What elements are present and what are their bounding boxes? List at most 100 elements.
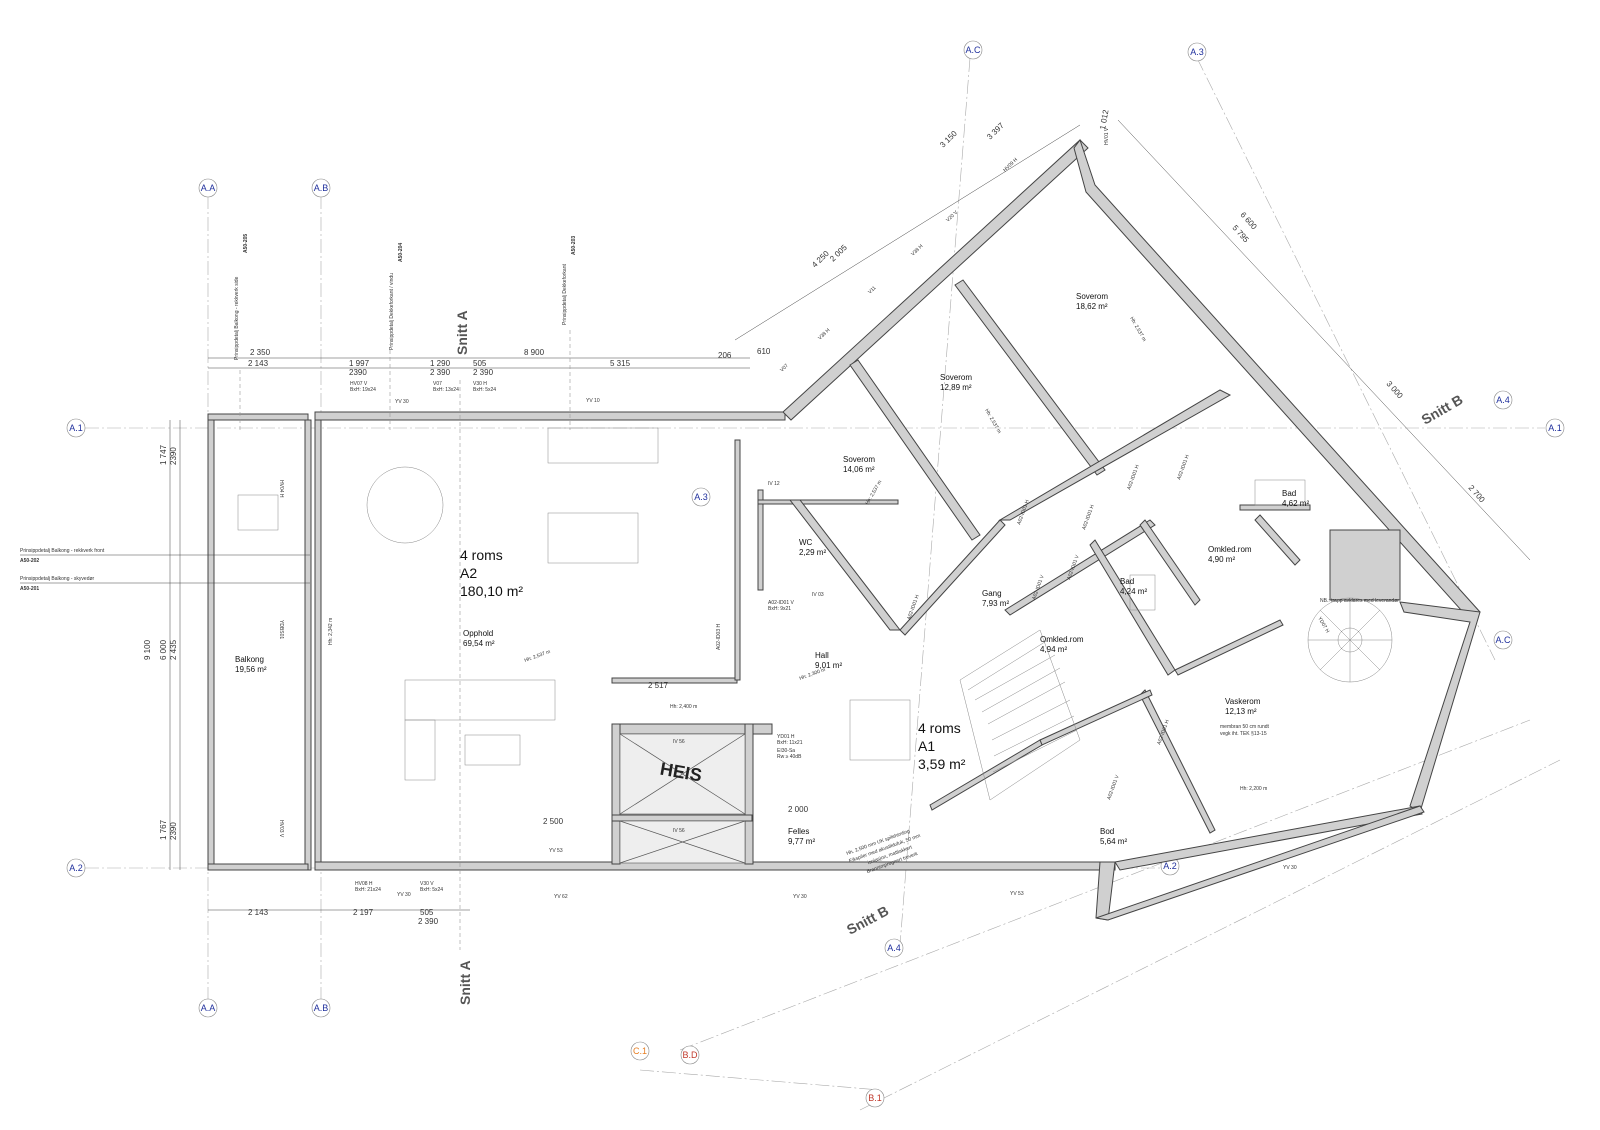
grid-marker-aa-bottom: A.A <box>198 998 218 1018</box>
dim-top: 1 997 <box>349 359 370 368</box>
window-tag-v30b: V30 V <box>420 881 434 887</box>
window-tag-hv07: HV07 V <box>350 381 368 387</box>
svg-text:C.1: C.1 <box>633 1046 647 1056</box>
door-tag: A02-ID03 H <box>716 623 722 650</box>
window-tag-v30a-size: BxH: 5x24 <box>473 387 496 393</box>
svg-text:A.4: A.4 <box>887 943 901 953</box>
room-soverom1-name: Soverom <box>843 455 875 464</box>
window-tag-v07: V07 <box>433 381 442 387</box>
grid-marker-a3-top: A.3 <box>1187 42 1207 62</box>
room-bod-area: 5,64 m² <box>1100 837 1127 846</box>
apartment-a1-type: 4 roms <box>918 720 961 736</box>
room-bad2-name: Bad <box>1282 489 1296 498</box>
dim-left: 2 435 <box>169 639 178 660</box>
door-tag: A02-ID01 H <box>1081 504 1096 531</box>
door-tag-size: BxH: 9x21 <box>768 606 791 612</box>
svg-text:A.4: A.4 <box>1496 395 1510 405</box>
grid-marker-c1-bottom: C.1 <box>630 1041 650 1061</box>
window-tag-yd07: YD07 H <box>1316 616 1330 634</box>
room-soverom3-name: Soverom <box>1076 292 1108 301</box>
window-tag-yd01: YD01 H <box>777 734 795 740</box>
dim-top: 206 <box>718 351 732 360</box>
svg-text:A.3: A.3 <box>1190 47 1204 57</box>
wall-tag: IV 12 <box>768 481 780 487</box>
grid-marker-ac-right: A.C <box>1493 630 1513 650</box>
window-tag-hv03: HV03 V <box>278 820 284 838</box>
apartment-a2-type: 4 roms <box>460 547 503 563</box>
detail-202-code: A50-202 <box>20 558 39 564</box>
window-tag-v11: V11 <box>867 285 877 295</box>
elevator: HEIS <box>619 733 746 864</box>
room-wc-area: 2,29 m² <box>799 548 826 557</box>
dim-diag: 2 700 <box>1467 483 1487 504</box>
height-label: Hh: 2,537 m <box>1128 316 1147 343</box>
room-opphold-name: Opphold <box>463 629 493 638</box>
detail-201-title: Prinsippdetalj Balkong - skyvedør <box>20 576 95 582</box>
window-tag-v38a: V38 H <box>817 327 831 341</box>
window-tag-v30b-size: BxH: 5x24 <box>420 887 443 893</box>
dimension-lines <box>20 119 1531 950</box>
grid-marker-ab-top: A.B <box>311 178 331 198</box>
outer-walls <box>207 138 1481 921</box>
room-bod-name: Bod <box>1100 827 1114 836</box>
dim-top: 2390 <box>349 368 367 377</box>
note-membran2: vegk iht. TEK §13-15 <box>1220 731 1267 737</box>
room-hall-area: 9,01 m² <box>815 661 842 670</box>
detail-203-title: Prinsippdetalj Dekkeforkant <box>562 264 568 325</box>
svg-text:A.1: A.1 <box>69 423 83 433</box>
window-tag-v07b: V07 <box>779 363 790 374</box>
detail-204-title: Prinsippdetalj Dekkeforkant / vindu <box>389 273 395 350</box>
apartment-a1-id: A1 <box>918 738 935 754</box>
grid-marker-aa-top: A.A <box>198 178 218 198</box>
wall-type-tags: YV 30 YV 10 YV 30 YV 53 YV 62 YV 30 YV 5… <box>395 398 1297 900</box>
window-tag-ydbs01: YDBS01 <box>278 620 284 639</box>
room-vaskerom-name: Vaskerom <box>1225 697 1261 706</box>
dim-top: 1 290 <box>430 359 451 368</box>
stairs <box>959 597 1393 801</box>
svg-text:B.D: B.D <box>682 1050 698 1060</box>
dim-diag: 3 150 <box>938 129 959 150</box>
dim-diag: 3 397 <box>985 121 1006 142</box>
room-labels: Balkong 19,56 m² Opphold 69,54 m² Sovero… <box>235 292 1309 846</box>
wall-tag: YV 53 <box>549 848 563 854</box>
room-bad1-name: Bad <box>1120 577 1134 586</box>
apartment-a2-area: 180,10 m² <box>460 583 523 599</box>
room-vaskerom-area: 12,13 m² <box>1225 707 1257 716</box>
window-tag-hv07-size: BxH: 19x24 <box>350 387 376 393</box>
dim-bottom: 505 <box>420 908 434 917</box>
note-membran1: membran 50 cm rundt <box>1220 724 1270 730</box>
wall-tag: YV 30 <box>397 892 411 898</box>
dim-diag: 3 000 <box>1385 379 1405 400</box>
room-wc-name: WC <box>799 538 813 547</box>
room-gang-name: Gang <box>982 589 1002 598</box>
interior-walls <box>611 279 1401 865</box>
room-soverom2-area: 12,89 m² <box>940 383 972 392</box>
dim-top: 8 900 <box>524 348 545 357</box>
dim-bottom: 2 143 <box>248 908 269 917</box>
height-label: Hh: 2,537 m <box>983 408 1002 435</box>
wall-tag: YV 53 <box>1010 891 1024 897</box>
dim-left: 6 000 <box>159 639 168 660</box>
wall-tag: YV 10 <box>586 398 600 404</box>
snitt-b-right: Snitt B <box>1419 391 1466 427</box>
window-tag-hv09: HV09 H <box>1002 157 1019 174</box>
room-felles-name: Felles <box>788 827 809 836</box>
door-tag: A02-ID01 V <box>1106 774 1121 801</box>
height-label: Hh: 2,300 m <box>799 667 827 682</box>
detail-201-code: A50-201 <box>20 586 39 592</box>
window-tag-hv01: HV01 V <box>1104 127 1110 145</box>
dim-bottom: 2 197 <box>353 908 374 917</box>
dim-interior: 2 500 <box>543 817 564 826</box>
svg-text:B.1: B.1 <box>868 1093 882 1103</box>
height-label: Hh: 2,400 m <box>670 704 697 710</box>
height-label: Hh: 2,342 m <box>328 618 334 645</box>
room-felles-area: 9,77 m² <box>788 837 815 846</box>
snitt-b-bottom: Snitt B <box>844 902 891 937</box>
height-label: Hh: 2,200 m <box>1240 786 1267 792</box>
dim-interior: 2 517 <box>648 681 669 690</box>
svg-text:A.A: A.A <box>201 1003 216 1013</box>
room-balkong-area: 19,56 m² <box>235 665 267 674</box>
wall-tag: IV 56 <box>673 739 685 745</box>
furniture <box>237 427 1306 781</box>
room-bad1-area: 4,24 m² <box>1120 587 1147 596</box>
